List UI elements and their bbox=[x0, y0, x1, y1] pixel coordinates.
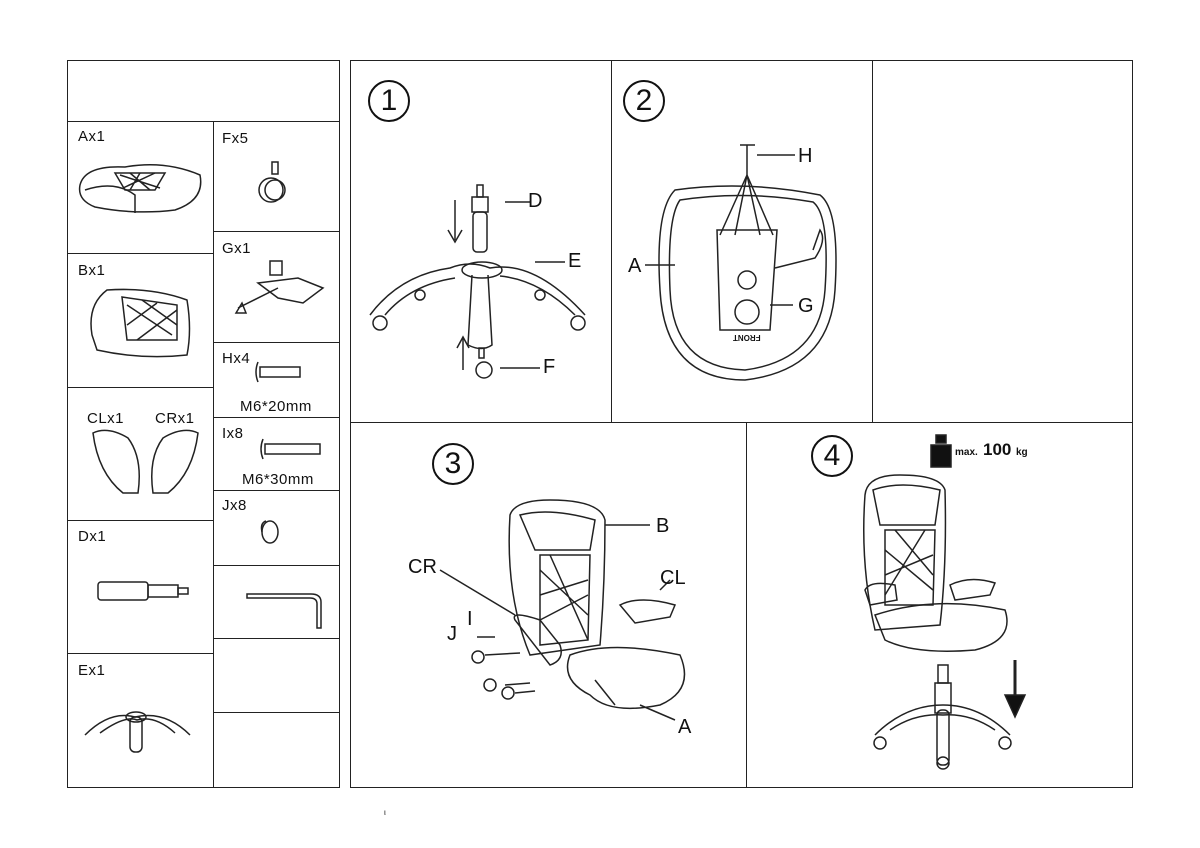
step-4-chair-onto-base-illustration bbox=[863, 474, 1027, 770]
divider bbox=[213, 490, 340, 491]
divider bbox=[213, 417, 340, 418]
divider bbox=[213, 121, 214, 788]
divider bbox=[67, 121, 340, 122]
bolt-i-icon bbox=[260, 438, 321, 460]
part-label-b: Bx1 bbox=[78, 262, 106, 279]
chair-base-icon bbox=[84, 711, 191, 753]
step-2-seat-mechanism-illustration bbox=[645, 144, 837, 381]
divider bbox=[67, 253, 213, 254]
divider bbox=[213, 565, 340, 566]
step-1-label-d: D bbox=[528, 190, 543, 212]
max-load-unit: kg bbox=[1016, 447, 1028, 458]
divider bbox=[67, 653, 213, 654]
footer-mark: ι bbox=[384, 808, 386, 817]
part-label-cl: CLx1 bbox=[87, 410, 125, 427]
step-1-label-f: F bbox=[543, 356, 556, 378]
part-size-i: M6*30mm bbox=[242, 471, 314, 488]
bolt-h-icon bbox=[255, 361, 301, 383]
gas-lift-icon bbox=[97, 581, 189, 601]
allen-key-icon bbox=[246, 593, 322, 629]
seat-cushion-icon bbox=[78, 164, 202, 213]
part-label-a: Ax1 bbox=[78, 128, 106, 145]
max-load-prefix: max. bbox=[955, 447, 978, 458]
bolt-cap-icon bbox=[260, 520, 279, 544]
tilt-mechanism-icon bbox=[234, 260, 325, 314]
divider bbox=[213, 638, 340, 639]
step-1-base-assembly-illustration bbox=[369, 184, 586, 379]
backrest-icon bbox=[90, 288, 191, 358]
divider bbox=[213, 231, 340, 232]
step-1-label-e: E bbox=[568, 250, 582, 272]
divider bbox=[746, 422, 747, 788]
parts-list-table bbox=[67, 60, 340, 788]
part-size-h: M6*20mm bbox=[240, 398, 312, 415]
assembly-steps-panel bbox=[350, 60, 1133, 788]
part-label-e: Ex1 bbox=[78, 662, 106, 679]
step-2-label-a: A bbox=[628, 255, 642, 277]
step-2-front-marking: FRONT bbox=[733, 333, 761, 342]
divider bbox=[213, 342, 340, 343]
step-4-number: 4 bbox=[811, 435, 853, 477]
divider bbox=[350, 422, 1133, 423]
armrests-icon bbox=[92, 429, 199, 494]
step-3-label-a: A bbox=[678, 716, 692, 738]
step-2-label-h: H bbox=[798, 145, 813, 167]
part-label-g: Gx1 bbox=[222, 240, 252, 257]
divider bbox=[67, 387, 213, 388]
step-3-backrest-armrest-illustration bbox=[439, 499, 686, 721]
weight-icon bbox=[930, 434, 952, 468]
divider bbox=[213, 712, 340, 713]
part-label-d: Dx1 bbox=[78, 528, 107, 545]
divider bbox=[67, 520, 213, 521]
part-label-f: Fx5 bbox=[222, 130, 249, 147]
part-label-j: Jx8 bbox=[222, 497, 247, 514]
step-3-label-j: J bbox=[447, 623, 457, 645]
divider bbox=[611, 60, 612, 422]
part-label-cr: CRx1 bbox=[155, 410, 195, 427]
step-3-label-cl: CL bbox=[660, 567, 686, 589]
step-3-label-cr: CR bbox=[408, 556, 437, 578]
step-2-label-g: G bbox=[798, 295, 814, 317]
part-label-i: Ix8 bbox=[222, 425, 244, 442]
divider bbox=[872, 60, 873, 422]
step-1-number: 1 bbox=[368, 80, 410, 122]
step-2-number: 2 bbox=[623, 80, 665, 122]
step-3-label-i: I bbox=[467, 608, 473, 630]
part-label-h: Hx4 bbox=[222, 350, 251, 367]
step-3-label-b: B bbox=[656, 515, 670, 537]
step-3-number: 3 bbox=[432, 443, 474, 485]
max-load-value: 100 bbox=[983, 440, 1012, 459]
caster-wheel-icon bbox=[258, 161, 286, 203]
